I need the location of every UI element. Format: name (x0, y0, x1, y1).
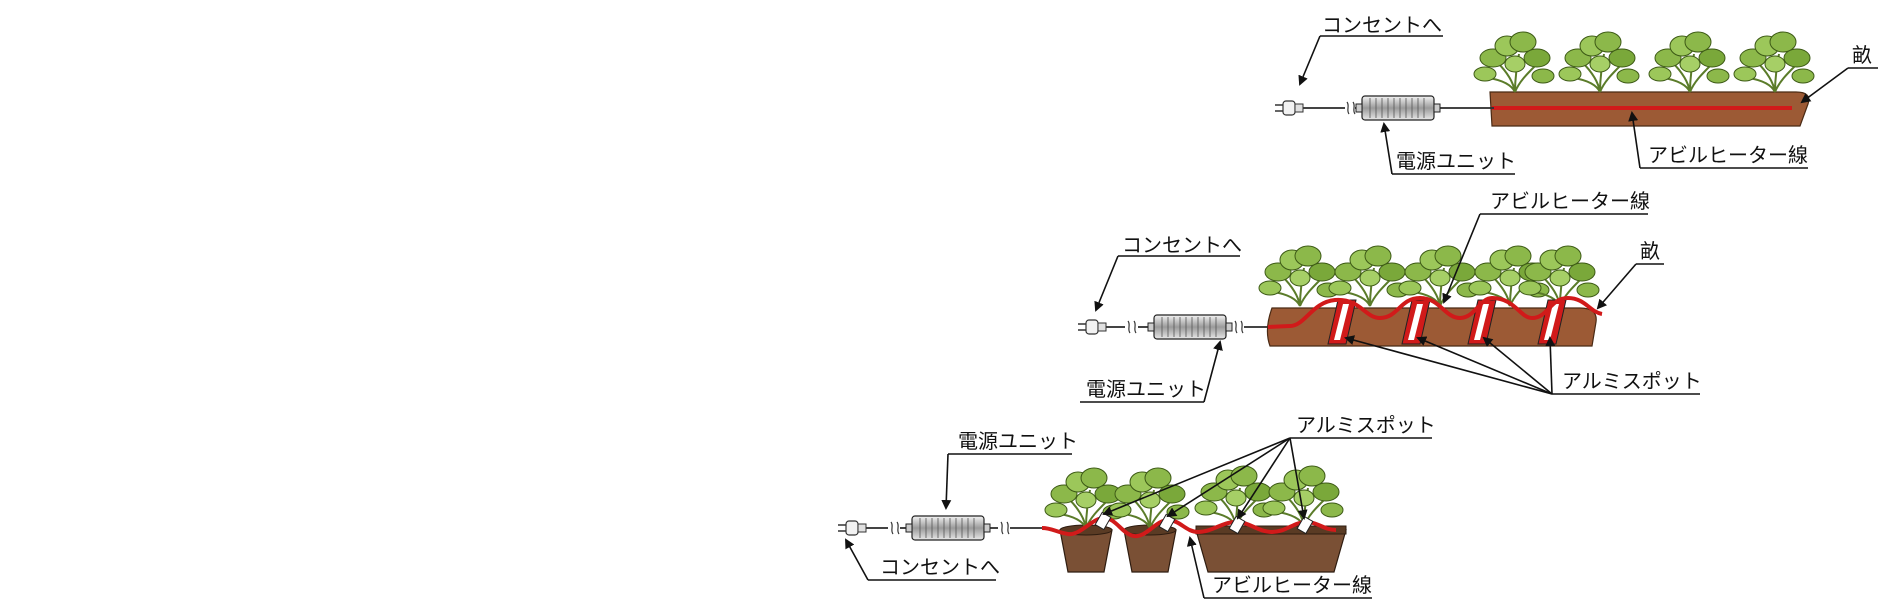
label-bed-top: 畝 (1852, 43, 1872, 67)
plug-icon (837, 520, 867, 536)
cord-break-icon (1127, 320, 1137, 334)
cord-break-icon (1346, 101, 1356, 115)
strawberry-plant-icon (1473, 31, 1555, 93)
strawberry-plant-icon (1108, 467, 1190, 529)
scene-middle: アビルヒーター線 畝 コンセントへ 電源ユニット アルミスポット (1077, 189, 1702, 403)
heater-wire-line (1041, 515, 1337, 539)
label-outlet-bottom: コンセントへ (880, 555, 1000, 579)
power-unit-icon (905, 515, 991, 541)
power-unit-icon (1147, 314, 1233, 340)
label-bed-middle: 畝 (1640, 239, 1660, 263)
strawberry-plant-icon (1733, 31, 1815, 93)
label-power-unit-bottom: 電源ユニット (958, 429, 1078, 453)
label-outlet-top: コンセントへ (1322, 13, 1442, 37)
label-power-unit-top: 電源ユニット (1396, 149, 1516, 173)
label-outlet-middle: コンセントへ (1122, 233, 1242, 257)
label-heater-wire-bottom: アビルヒーター線 (1212, 573, 1372, 597)
power-unit-icon (1355, 95, 1441, 121)
heater-wire-line (1267, 295, 1603, 329)
label-heater-wire-middle: アビルヒーター線 (1490, 189, 1650, 213)
flower-pot (1123, 524, 1177, 573)
alumi-spot-icon (1296, 515, 1314, 535)
strawberry-plant-icon (1328, 245, 1410, 307)
strawberry-plant-icon (1558, 31, 1640, 93)
scene-bottom: 電源ユニット アルミスポット コンセントへ アビルヒーター線 (837, 413, 1436, 599)
strawberry-plant-icon (1398, 245, 1480, 307)
cord-break-icon (1000, 521, 1010, 535)
plug-icon (1077, 319, 1107, 335)
strawberry-plant-icon (1194, 465, 1276, 527)
strawberry-plant-icon (1258, 245, 1340, 307)
label-alumi-spot-bottom: アルミスポット (1296, 413, 1436, 437)
label-heater-wire-top: アビルヒーター線 (1648, 143, 1808, 167)
strawberry-plant-icon (1262, 465, 1344, 527)
cord-break-icon (1234, 320, 1244, 334)
plug-icon (1274, 100, 1304, 116)
label-power-unit-middle: 電源ユニット (1086, 377, 1206, 401)
cord-break-icon (890, 521, 900, 535)
strawberry-plant-icon (1648, 31, 1730, 93)
scene-top: コンセントへ 電源ユニット アビルヒーター線 畝 (1274, 13, 1878, 175)
label-alumi-spot-middle: アルミスポット (1562, 369, 1702, 393)
